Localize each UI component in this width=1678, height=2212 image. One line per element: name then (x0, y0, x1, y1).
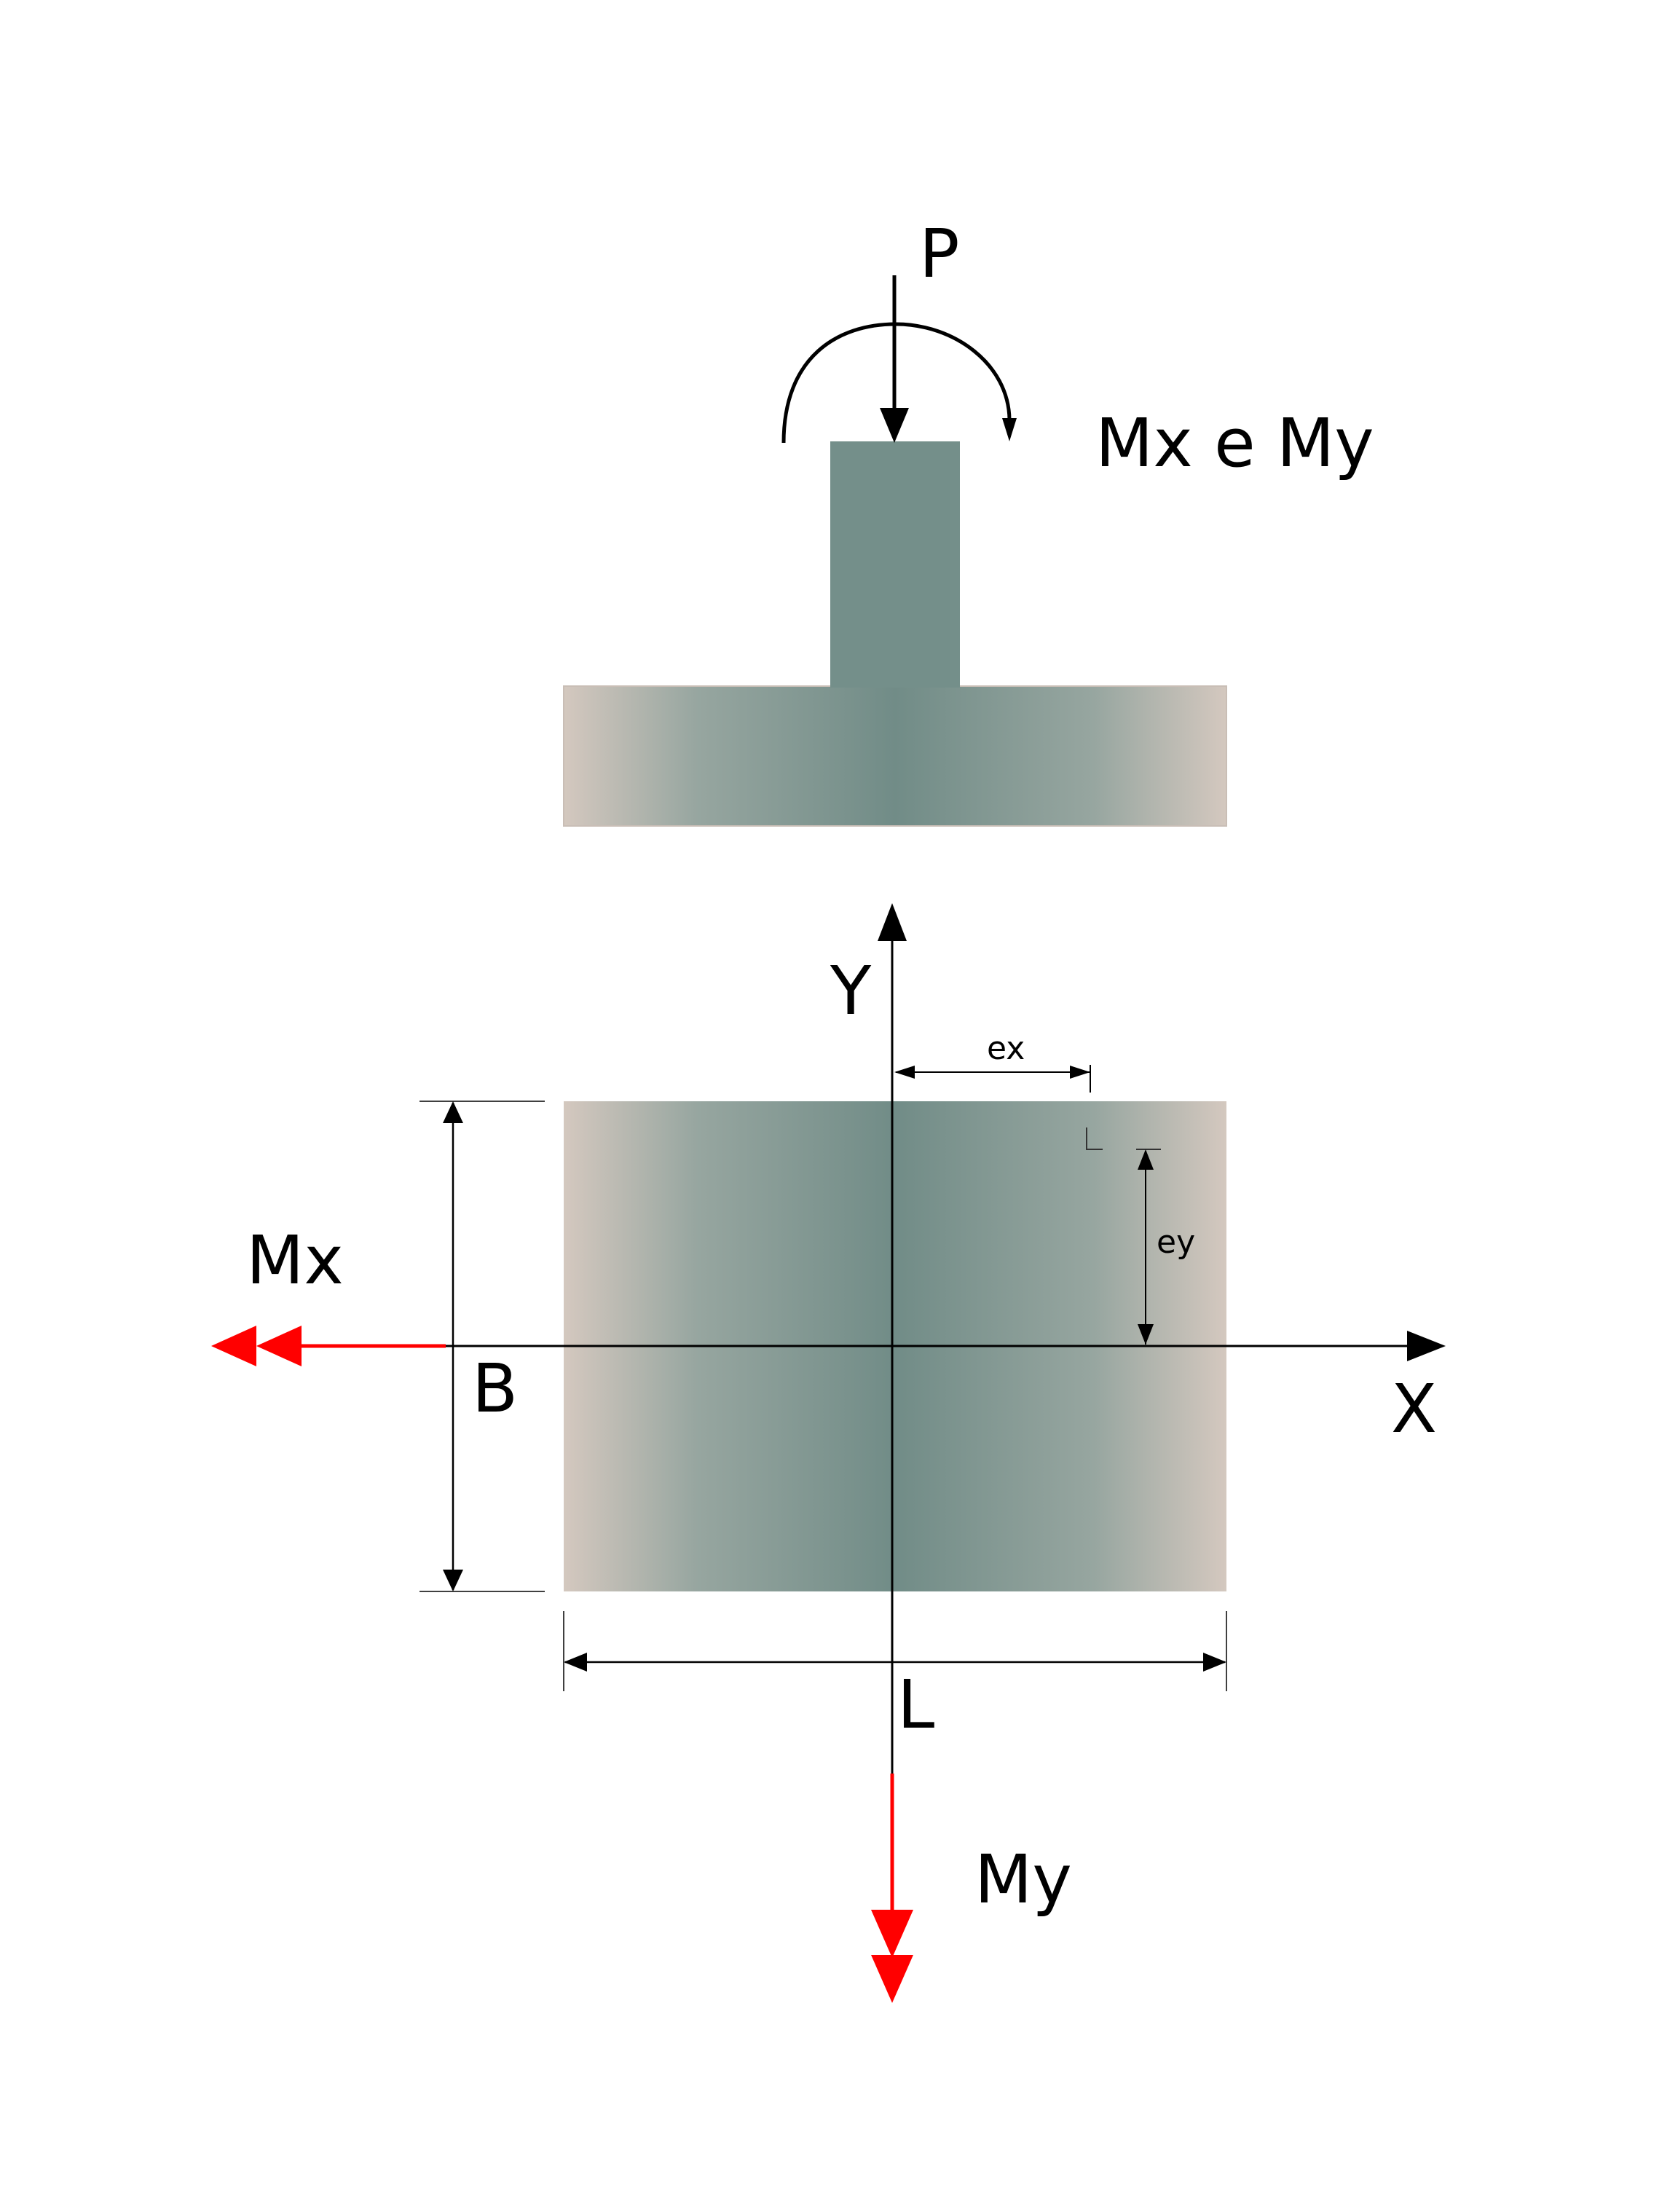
moment-y-vector: My (871, 1774, 1072, 2003)
ecc-y-label: ey (1157, 1224, 1195, 1261)
ecc-x-dimension: ex (894, 1030, 1091, 1093)
y-axis-arrowhead (878, 903, 907, 941)
moments-label: Mx e My (1095, 404, 1374, 482)
eccentric-point-marker (1086, 1127, 1103, 1150)
moment-arc-head (1002, 418, 1017, 441)
length-l-dimension: L (563, 1611, 1227, 1744)
load-arrow-head (880, 408, 909, 443)
length-l-label: L (897, 1666, 934, 1744)
x-axis-arrowhead (1407, 1331, 1446, 1361)
elevation-view: P Mx e My (563, 215, 1374, 827)
load-label: P (919, 215, 959, 293)
width-b-dimension: B (420, 1101, 545, 1592)
ecc-y-dimension: ey (1138, 1149, 1195, 1345)
footing-base-elevation (563, 685, 1227, 827)
ecc-x-label: ex (987, 1030, 1025, 1067)
y-axis-label: Y (830, 952, 872, 1030)
moment-x-vector: Mx (211, 1221, 446, 1366)
column-elevation (830, 441, 960, 688)
moment-y-label: My (974, 1841, 1072, 1918)
width-b-label: B (472, 1350, 518, 1428)
plan-view: Y X ex ey B (211, 903, 1446, 2003)
moment-x-label: Mx (246, 1221, 344, 1299)
moment-arc (781, 322, 1012, 444)
x-axis-label: X (1391, 1370, 1437, 1448)
